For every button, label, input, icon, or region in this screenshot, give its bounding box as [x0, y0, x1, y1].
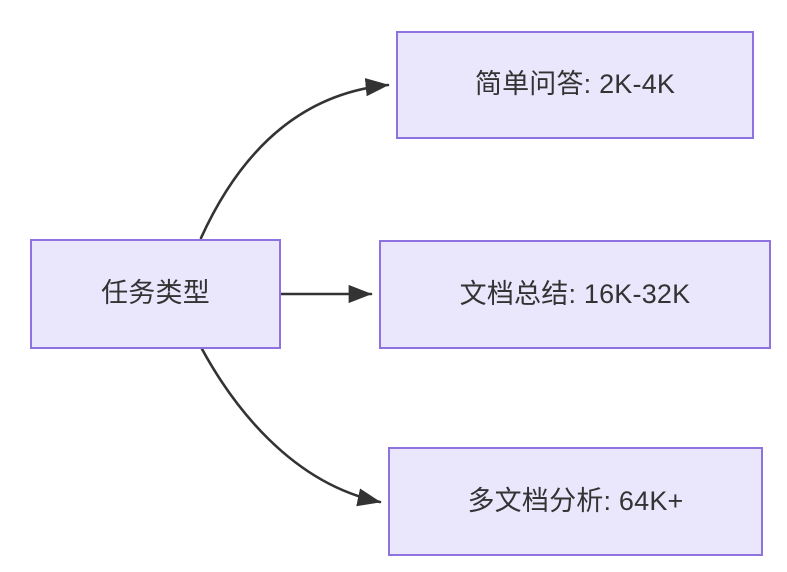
edge-root-to-simple: [199, 78, 390, 240]
node-label: 多文档分析: 64K+: [467, 485, 684, 516]
node-label: 简单问答: 2K-4K: [474, 69, 676, 100]
node-document-summary[interactable]: 文档总结: 16K-32K: [379, 240, 771, 349]
node-label: 任务类型: [101, 278, 210, 309]
edge-root-to-multidoc: [200, 347, 382, 507]
node-simple-qa[interactable]: 简单问答: 2K-4K: [396, 31, 754, 139]
node-task-type[interactable]: 任务类型: [30, 239, 281, 349]
node-label: 文档总结: 16K-32K: [459, 278, 691, 309]
node-multi-document-analysis[interactable]: 多文档分析: 64K+: [388, 447, 763, 556]
